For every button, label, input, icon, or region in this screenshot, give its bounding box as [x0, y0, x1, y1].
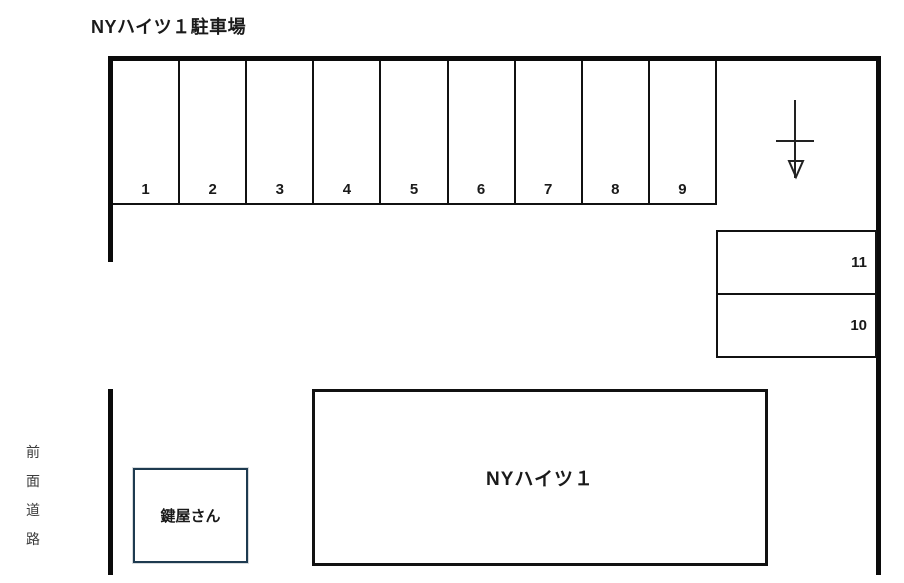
- stall-5: 5: [381, 61, 449, 203]
- stall-4-number: 4: [342, 181, 352, 198]
- stall-row: 1 2 3 4 5 6 7 8 9: [113, 61, 717, 205]
- stall-7-number: 7: [544, 181, 553, 198]
- stall-11: 11: [718, 232, 875, 293]
- stall-8-number: 8: [611, 181, 620, 198]
- stall-10: 10: [718, 293, 875, 356]
- stall-8: 8: [583, 61, 650, 203]
- key-shop-building: 鍵屋さん: [133, 468, 248, 563]
- stall-9-number: 9: [678, 181, 687, 198]
- front-road-char-3: 道: [26, 502, 40, 518]
- stall-3-number: 3: [275, 181, 284, 198]
- diagram-title: NYハイツ１駐車場: [91, 17, 247, 37]
- stall-1-number: 1: [141, 181, 150, 198]
- utility-pole-icon: [776, 100, 814, 180]
- boundary-wall-top: [108, 56, 881, 61]
- stall-7: 7: [516, 61, 583, 203]
- stall-10-number: 10: [850, 317, 867, 334]
- stall-1: 1: [113, 61, 181, 203]
- boundary-wall-left-lower: [108, 389, 113, 575]
- stall-2: 2: [180, 61, 248, 203]
- front-road-char-4: 路: [26, 531, 40, 547]
- stall-4: 4: [314, 61, 382, 203]
- front-road-char-2: 面: [26, 473, 40, 489]
- stall-5-number: 5: [409, 181, 419, 198]
- boundary-wall-right: [876, 56, 881, 575]
- front-road-label: 前 面 道 路: [24, 438, 42, 554]
- stall-6-number: 6: [476, 181, 486, 198]
- stall-11-number: 11: [851, 254, 867, 271]
- stall-6: 6: [449, 61, 516, 203]
- key-shop-label: 鍵屋さん: [160, 508, 221, 525]
- front-road-char-1: 前: [26, 444, 40, 460]
- stall-3: 3: [247, 61, 315, 203]
- side-stall-group: 11 10: [716, 230, 877, 358]
- main-building: NYハイツ１: [312, 389, 768, 566]
- boundary-wall-left-upper: [108, 56, 113, 262]
- stall-9: 9: [650, 61, 717, 203]
- stall-2-number: 2: [208, 181, 217, 198]
- main-building-label: NYハイツ１: [485, 469, 594, 490]
